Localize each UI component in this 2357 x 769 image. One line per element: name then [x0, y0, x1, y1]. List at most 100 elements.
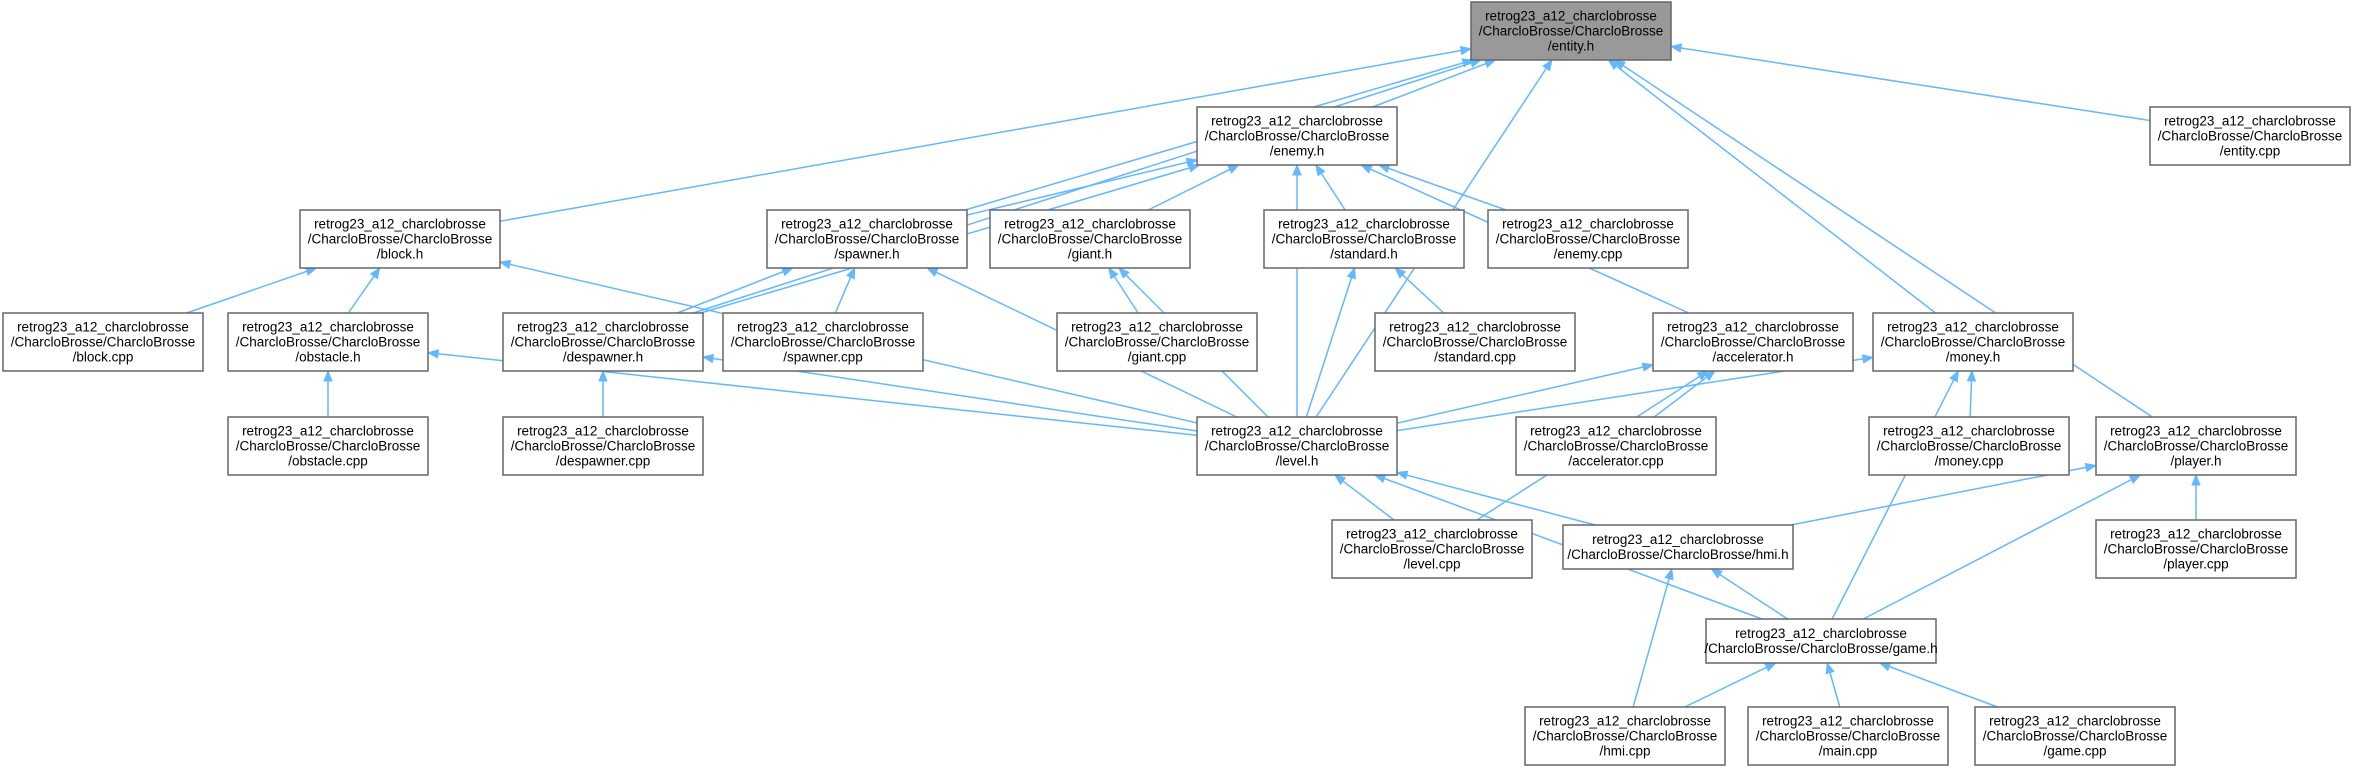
node-label-line: /CharcloBrosse/CharcloBrosse: [511, 439, 696, 454]
edge-arrowhead: [426, 349, 439, 359]
node-spawner-cpp[interactable]: retrog23_a12_charclobrosse/CharcloBrosse…: [722, 312, 924, 372]
node-box: [1263, 209, 1465, 269]
node-level-h[interactable]: retrog23_a12_charclobrosse/CharcloBrosse…: [1196, 416, 1398, 476]
edge-arrowhead: [1861, 354, 1875, 364]
node-label-line: /accelerator.h: [1712, 350, 1793, 365]
edge-level_h-hmi_h: [1395, 470, 1596, 526]
node-standard-h[interactable]: retrog23_a12_charclobrosse/CharcloBrosse…: [1263, 209, 1465, 269]
node-spawner-h[interactable]: retrog23_a12_charclobrosse/CharcloBrosse…: [766, 209, 968, 269]
node-label-line: retrog23_a12_charclobrosse: [1211, 114, 1383, 129]
node-despawner-h[interactable]: retrog23_a12_charclobrosse/CharcloBrosse…: [502, 312, 704, 372]
node-label-line: /enemy.cpp: [1554, 247, 1623, 262]
edge-arrowhead: [926, 267, 939, 277]
node-standard-cpp[interactable]: retrog23_a12_charclobrosse/CharcloBrosse…: [1374, 312, 1576, 372]
edge-line: [1615, 65, 1936, 314]
edge-arrowhead: [1227, 164, 1240, 174]
node-label-line: retrog23_a12_charclobrosse: [1762, 714, 1934, 729]
node-label-line: /player.h: [2170, 454, 2221, 469]
node-box: [2149, 106, 2351, 166]
node-label-line: /spawner.h: [834, 247, 899, 262]
edge-arrowhead: [2128, 474, 2142, 485]
node-entity-h[interactable]: retrog23_a12_charclobrosse/CharcloBrosse…: [1470, 1, 1672, 61]
node-label-line: /level.h: [1276, 454, 1319, 469]
node-label-line: /CharcloBrosse/CharcloBrosse: [308, 232, 493, 247]
node-enemy-cpp[interactable]: retrog23_a12_charclobrosse/CharcloBrosse…: [1487, 209, 1689, 269]
edge-line: [499, 49, 1462, 222]
node-label-line: /game.cpp: [2043, 744, 2106, 759]
edge-line: [1684, 666, 1767, 708]
node-label-line: /CharcloBrosse/CharcloBrosse: [2104, 439, 2289, 454]
node-label-line: /CharcloBrosse/CharcloBrosse: [1272, 232, 1457, 247]
node-enemy-h[interactable]: retrog23_a12_charclobrosse/CharcloBrosse…: [1196, 106, 1398, 166]
node-game-cpp[interactable]: retrog23_a12_charclobrosse/CharcloBrosse…: [1974, 706, 2176, 766]
edge-arrowhead: [1315, 163, 1326, 177]
node-label-line: retrog23_a12_charclobrosse: [17, 320, 189, 335]
node-level-cpp[interactable]: retrog23_a12_charclobrosse/CharcloBrosse…: [1331, 519, 1533, 579]
node-label-line: retrog23_a12_charclobrosse: [1530, 424, 1702, 439]
edge-money_h-game_h: [1831, 369, 1959, 620]
node-obstacle-cpp[interactable]: retrog23_a12_charclobrosse/CharcloBrosse…: [227, 416, 429, 476]
edge-spawner_h-spawner_cpp: [834, 266, 856, 314]
node-despawner-cpp[interactable]: retrog23_a12_charclobrosse/CharcloBrosse…: [502, 416, 704, 476]
node-label-line: /main.cpp: [1819, 744, 1878, 759]
node-entity-cpp[interactable]: retrog23_a12_charclobrosse/CharcloBrosse…: [2149, 106, 2351, 166]
node-player-cpp[interactable]: retrog23_a12_charclobrosse/CharcloBrosse…: [2095, 519, 2297, 579]
node-giant-cpp[interactable]: retrog23_a12_charclobrosse/CharcloBrosse…: [1056, 312, 1258, 372]
edge-arrowhead: [1710, 568, 1723, 579]
node-label-line: retrog23_a12_charclobrosse: [2164, 114, 2336, 129]
node-label-line: /CharcloBrosse/CharcloBrosse/hmi.h: [1567, 547, 1788, 562]
edge-line: [966, 161, 1188, 216]
node-label-line: /CharcloBrosse/CharcloBrosse/game.h: [1704, 641, 1937, 656]
edge-line: [1147, 168, 1231, 211]
edge-entity_h-entity_cpp: [1669, 43, 2151, 122]
node-player-h[interactable]: retrog23_a12_charclobrosse/CharcloBrosse…: [2095, 416, 2297, 476]
node-label-line: /player.cpp: [2163, 557, 2228, 572]
node-label-line: retrog23_a12_charclobrosse: [1278, 217, 1450, 232]
node-label-line: retrog23_a12_charclobrosse: [1004, 217, 1176, 232]
node-box: [1652, 312, 1854, 372]
edge-arrowhead: [1118, 267, 1130, 279]
node-hmi-cpp[interactable]: retrog23_a12_charclobrosse/CharcloBrosse…: [1524, 706, 1726, 766]
node-label-line: /standard.cpp: [1434, 350, 1516, 365]
edge-line: [1969, 380, 1973, 418]
node-label-line: /CharcloBrosse/CharcloBrosse: [1205, 439, 1390, 454]
node-money-cpp[interactable]: retrog23_a12_charclobrosse/CharcloBrosse…: [1868, 416, 2070, 476]
node-obstacle-h[interactable]: retrog23_a12_charclobrosse/CharcloBrosse…: [227, 312, 429, 372]
node-label-line: /CharcloBrosse/CharcloBrosse: [2158, 129, 2343, 144]
node-box: [1515, 416, 1717, 476]
node-money-h[interactable]: retrog23_a12_charclobrosse/CharcloBrosse…: [1872, 312, 2074, 372]
node-label-line: /CharcloBrosse/CharcloBrosse: [1756, 729, 1941, 744]
node-accelerator-h[interactable]: retrog23_a12_charclobrosse/CharcloBrosse…: [1652, 312, 1854, 372]
node-label-line: retrog23_a12_charclobrosse: [1071, 320, 1243, 335]
edge-arrowhead: [1108, 266, 1119, 280]
node-label-line: retrog23_a12_charclobrosse: [1502, 217, 1674, 232]
node-box: [1872, 312, 2074, 372]
node-hmi-h[interactable]: retrog23_a12_charclobrosse/CharcloBrosse…: [1562, 524, 1794, 570]
edge-level_h-level_cpp: [1333, 474, 1395, 521]
node-label-line: /giant.h: [1068, 247, 1112, 262]
edge-line: [347, 275, 375, 314]
node-label-line: retrog23_a12_charclobrosse: [1539, 714, 1711, 729]
edge-arrowhead: [1669, 43, 1683, 53]
node-box: [1331, 519, 1533, 579]
node-box: [1562, 524, 1794, 570]
edge-arrowhead: [1664, 567, 1674, 581]
edge-arrowhead: [598, 369, 608, 382]
node-accelerator-cpp[interactable]: retrog23_a12_charclobrosse/CharcloBrosse…: [1515, 416, 1717, 476]
node-main-cpp[interactable]: retrog23_a12_charclobrosse/CharcloBrosse…: [1747, 706, 1949, 766]
node-label-line: /giant.cpp: [1128, 350, 1187, 365]
edge-line: [1680, 47, 2151, 122]
edge-accelerator_h-level_h: [1396, 362, 1655, 424]
node-label-line: /block.cpp: [73, 350, 134, 365]
edge-line: [1790, 466, 2087, 526]
node-giant-h[interactable]: retrog23_a12_charclobrosse/CharcloBrosse…: [989, 209, 1191, 269]
edge-obstacle_h-obstacle_cpp: [323, 369, 333, 417]
node-block-cpp[interactable]: retrog23_a12_charclobrosse/CharcloBrosse…: [2, 312, 204, 372]
edge-arrowhead: [1641, 362, 1655, 372]
node-box: [502, 312, 704, 372]
edge-line: [1406, 474, 1596, 526]
node-label-line: /CharcloBrosse/CharcloBrosse: [1496, 232, 1681, 247]
node-game-h[interactable]: retrog23_a12_charclobrosse/CharcloBrosse…: [1704, 618, 1938, 664]
edge-standard_h-level_h: [1305, 266, 1356, 418]
node-block-h[interactable]: retrog23_a12_charclobrosse/CharcloBrosse…: [299, 209, 501, 269]
